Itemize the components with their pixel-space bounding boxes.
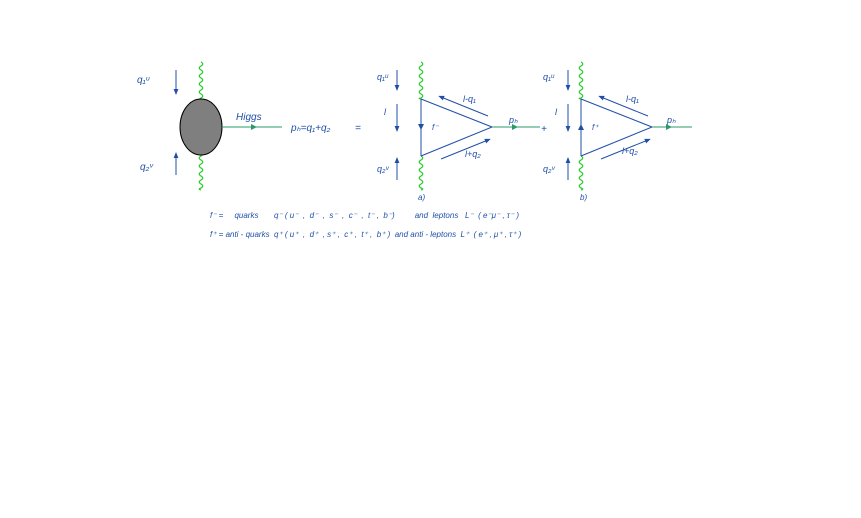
l-minus-q1-label: l-q₁ [463, 94, 476, 104]
fermion-line [580, 98, 653, 128]
interaction-blob [179, 98, 223, 156]
legend: f⁻ = quarks q⁻ ( u⁻ , d⁻ , s⁻ , c⁻ , t⁻ … [210, 211, 522, 239]
triangle-diagram-b: + q₁ᵘ q₂ᵛ l f⁺ l-q₁ l+q₂ pₕ b) [541, 61, 692, 202]
q2-label: q₂ᵛ [543, 164, 555, 174]
gluon-line [198, 151, 204, 191]
pH-label: pₕ [508, 115, 518, 125]
l-minus-q1-arrow [598, 95, 649, 117]
triangle-diagram-a: = q₁ᵘ q₂ᵛ l f⁻ l-q₁ l+q₂ pₕ a) [355, 61, 540, 202]
l-plus-q2-label: l+q₂ [622, 146, 638, 156]
higgs-arrow [666, 124, 672, 130]
caption-a: a) [418, 193, 425, 202]
l-minus-q1-label: l-q₁ [626, 94, 639, 104]
fermion-label: f⁺ [592, 123, 599, 132]
q2-label: q₂ᵛ [140, 162, 154, 173]
l-minus-q1-arrow [438, 95, 489, 117]
fermion-arrow [418, 124, 424, 130]
l-plus-q2-arrow [440, 138, 491, 160]
plus-sign: + [541, 124, 547, 135]
caption-b: b) [580, 193, 587, 202]
higgs-arrow [251, 124, 257, 130]
gluon-line [418, 61, 424, 100]
q2-label: q₂ᵛ [377, 164, 389, 174]
l-plus-q2-arrow [600, 138, 651, 160]
q1-label: q₁ᵘ [377, 72, 389, 82]
legend-line-antifermions: f⁺ = anti - quarks q⁺ ( u⁺ , d⁺ , s⁺ , c… [210, 230, 522, 239]
loop-momentum-label: l [555, 107, 558, 117]
q1-label: q₁ᵘ [137, 75, 150, 86]
higgs-arrow [512, 124, 518, 130]
q1-label: q₁ᵘ [543, 72, 555, 82]
gluon-line [578, 155, 584, 191]
momentum-equation: pₕ=q₁+q₂ [290, 123, 331, 134]
gluon-line [198, 61, 204, 103]
gluon-line [418, 155, 424, 191]
higgs-label: Higgs [236, 112, 262, 123]
fermion-arrow [578, 124, 584, 130]
fermion-line [420, 98, 493, 128]
fermion-line [580, 126, 653, 157]
fermion-line [420, 126, 493, 157]
equals-sign: = [355, 123, 361, 134]
blob-diagram: q₁ᵘ q₂ᵛ Higgs pₕ=q₁+q₂ [137, 61, 331, 191]
loop-momentum-label: l [384, 107, 387, 117]
fermion-label: f⁻ [432, 123, 439, 132]
legend-line-fermions: f⁻ = quarks q⁻ ( u⁻ , d⁻ , s⁻ , c⁻ , t⁻ … [210, 211, 519, 220]
gluon-line [578, 61, 584, 100]
pH-label: pₕ [666, 115, 676, 125]
l-plus-q2-label: l+q₂ [465, 149, 481, 159]
